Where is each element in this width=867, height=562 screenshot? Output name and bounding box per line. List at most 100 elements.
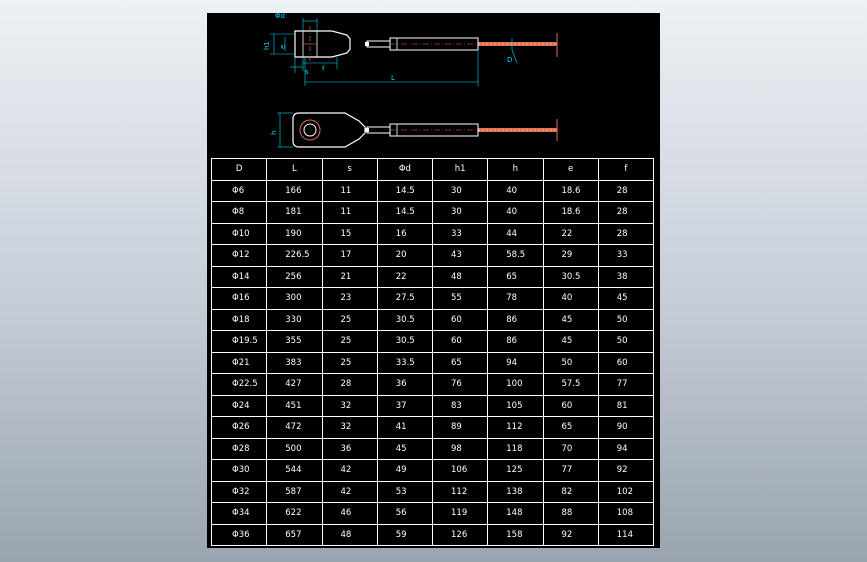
- table-cell: 36: [321, 437, 378, 460]
- table-cell: Φ16: [210, 287, 268, 310]
- table-cell: 587: [266, 480, 323, 503]
- table-cell: 76: [431, 373, 489, 396]
- table-cell: 105: [487, 394, 544, 417]
- table-cell: 89: [431, 416, 489, 439]
- dimension-lines-top: [270, 18, 518, 86]
- table-cell: 94: [597, 437, 655, 460]
- neck-top: [366, 40, 391, 48]
- table-cell: 108: [597, 502, 655, 525]
- table-cell: 92: [542, 523, 599, 546]
- table-cell: 50: [542, 351, 599, 374]
- table-cell: 30: [431, 179, 489, 202]
- table-cell: 355: [266, 330, 323, 353]
- table-cell: 55: [431, 287, 489, 310]
- table-cell: 40: [542, 287, 599, 310]
- table-cell: Φ8: [210, 201, 268, 224]
- table-cell: 60: [431, 330, 489, 353]
- dim-label-D: D: [507, 56, 512, 64]
- table-cell: 18.6: [542, 201, 599, 224]
- table-cell: 256: [266, 265, 323, 288]
- table-cell: 14.5: [376, 201, 434, 224]
- table-cell: 14.5: [376, 179, 434, 202]
- dim-label-h1: h1: [263, 41, 271, 50]
- table-cell: Φ32: [210, 480, 268, 503]
- table-cell: 70: [542, 437, 599, 460]
- table-cell: 98: [431, 437, 489, 460]
- table-cell: 53: [376, 480, 434, 503]
- table-cell: 472: [266, 416, 323, 439]
- col-header-s: s: [321, 158, 378, 181]
- table-cell: 32: [321, 416, 378, 439]
- table-cell: 65: [542, 416, 599, 439]
- table-cell: 25: [321, 351, 378, 374]
- table-cell: 42: [321, 480, 378, 503]
- table-cell: 45: [542, 308, 599, 331]
- table-cell: 45: [597, 287, 655, 310]
- table-cell: 427: [266, 373, 323, 396]
- table-cell: 11: [321, 201, 378, 224]
- table-cell: 30.5: [376, 330, 434, 353]
- table-cell: 300: [266, 287, 323, 310]
- table-cell: 226.5: [266, 244, 323, 267]
- table-cell: 25: [321, 330, 378, 353]
- table-cell: 60: [597, 351, 655, 374]
- fork-body-top: [294, 30, 351, 58]
- table-cell: 38: [597, 265, 655, 288]
- eye-body-side: [292, 112, 366, 148]
- neck-side: [366, 126, 391, 134]
- table-cell: 30.5: [376, 308, 434, 331]
- table-header-row: D L s Φd h1 h e f: [210, 158, 655, 181]
- dim-label-L: L: [391, 74, 395, 82]
- table-cell: 190: [266, 222, 323, 245]
- table-cell: 36: [376, 373, 434, 396]
- table-cell: 114: [597, 523, 655, 546]
- pin-hole-side: [303, 123, 317, 137]
- table-cell: 544: [266, 459, 323, 482]
- table-cell: Φ28: [210, 437, 268, 460]
- col-header-f: f: [597, 158, 655, 181]
- table-cell: 17: [321, 244, 378, 267]
- table-cell: Φ34: [210, 502, 268, 525]
- table-cell: 100: [487, 373, 544, 396]
- table-cell: 22: [376, 265, 434, 288]
- table-cell: 86: [487, 308, 544, 331]
- table-cell: 148: [487, 502, 544, 525]
- top-view: Φd h1 e s f L D: [263, 13, 558, 86]
- table-cell: 11: [321, 179, 378, 202]
- table-cell: 65: [487, 265, 544, 288]
- table-cell: 82: [542, 480, 599, 503]
- table-cell: 28: [321, 373, 378, 396]
- table-cell: 28: [597, 179, 655, 202]
- table-cell: 138: [487, 480, 544, 503]
- dim-label-d: Φd: [275, 13, 285, 20]
- table-cell: 25: [321, 308, 378, 331]
- table-cell: 90: [597, 416, 655, 439]
- table-cell: 27.5: [376, 287, 434, 310]
- table-cell: 30.5: [542, 265, 599, 288]
- table-cell: 30: [431, 201, 489, 224]
- table-cell: 77: [597, 373, 655, 396]
- table-cell: 81: [597, 394, 655, 417]
- table-cell: Φ10: [210, 222, 268, 245]
- dim-label-h: h: [270, 131, 278, 135]
- table-cell: 50: [597, 308, 655, 331]
- table-cell: 500: [266, 437, 323, 460]
- table-cell: 451: [266, 394, 323, 417]
- side-view: h: [270, 112, 558, 148]
- dim-label-e: e: [279, 45, 287, 49]
- table-cell: 37: [376, 394, 434, 417]
- table-cell: 23: [321, 287, 378, 310]
- table-cell: Φ14: [210, 265, 268, 288]
- table-cell: 57.5: [542, 373, 599, 396]
- table-cell: 60: [431, 308, 489, 331]
- table-cell: 112: [487, 416, 544, 439]
- table-cell: 40: [487, 201, 544, 224]
